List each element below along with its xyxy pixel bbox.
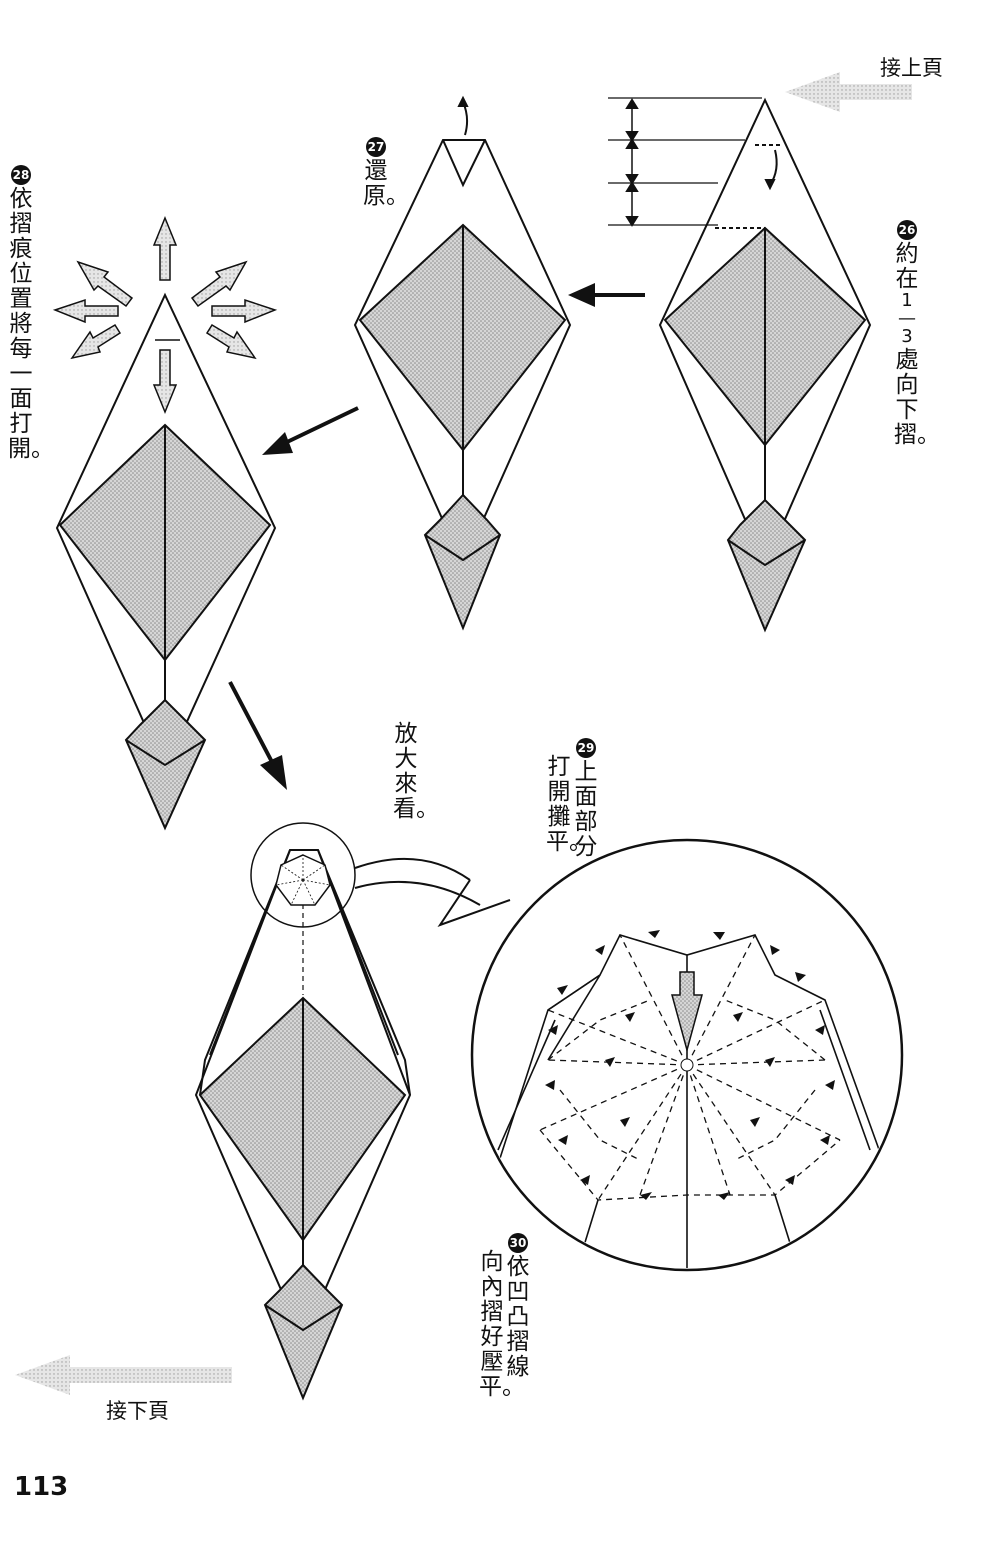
figure-step-26	[608, 97, 872, 633]
prev-page-arrow-icon	[785, 72, 912, 112]
next-page-label[interactable]: 接下頁	[106, 1399, 169, 1423]
step-text: 依凹凸摺線	[506, 1254, 530, 1380]
next-page-arrow-icon	[15, 1355, 232, 1395]
step-30-instruction-line1: 30 依凹凸摺線	[505, 1228, 531, 1380]
step-text: 上面部分	[574, 759, 598, 860]
zoom-circle	[470, 838, 904, 1272]
step-number-badge: 30	[508, 1233, 528, 1253]
figure-step-29	[194, 822, 412, 1401]
step-number-badge: 28	[11, 165, 31, 185]
step-30-instruction-line2: 向內摺好壓平。	[479, 1249, 525, 1400]
step-number-badge: 26	[897, 220, 917, 240]
step-text: 處向下摺。	[894, 347, 940, 448]
zoom-connector	[354, 857, 511, 927]
step-arrow-27-28	[262, 406, 359, 455]
figure-step-27	[353, 95, 572, 631]
figure-step-28	[55, 292, 277, 831]
step-arrow-26-27	[568, 283, 645, 307]
step-26-instruction: 26 約在 1—3 處向下摺。	[894, 215, 940, 448]
step-28-instruction: 28 依摺痕位置將每一面打開。	[8, 160, 54, 462]
step-text: 依摺痕位置將每一面打開。	[8, 186, 54, 462]
step-arrow-28-29	[228, 681, 287, 790]
prev-page-label[interactable]: 接上頁	[880, 56, 943, 80]
step-number-badge: 29	[576, 738, 596, 758]
step-29-instruction-line2: 打開攤平。	[546, 754, 592, 855]
page-number: 113	[14, 1472, 69, 1502]
step-29-instruction-line1: 29 上面部分	[573, 733, 599, 860]
step-text: 約在	[895, 241, 919, 292]
open-arrows-icon	[52, 216, 278, 414]
fraction: 1—3	[898, 290, 916, 347]
step-text: 還原。	[363, 158, 409, 209]
step-number-badge: 27	[366, 137, 386, 157]
zoom-label: 放大來看。	[393, 721, 439, 822]
step-27-instruction: 27 還原。	[363, 132, 409, 209]
